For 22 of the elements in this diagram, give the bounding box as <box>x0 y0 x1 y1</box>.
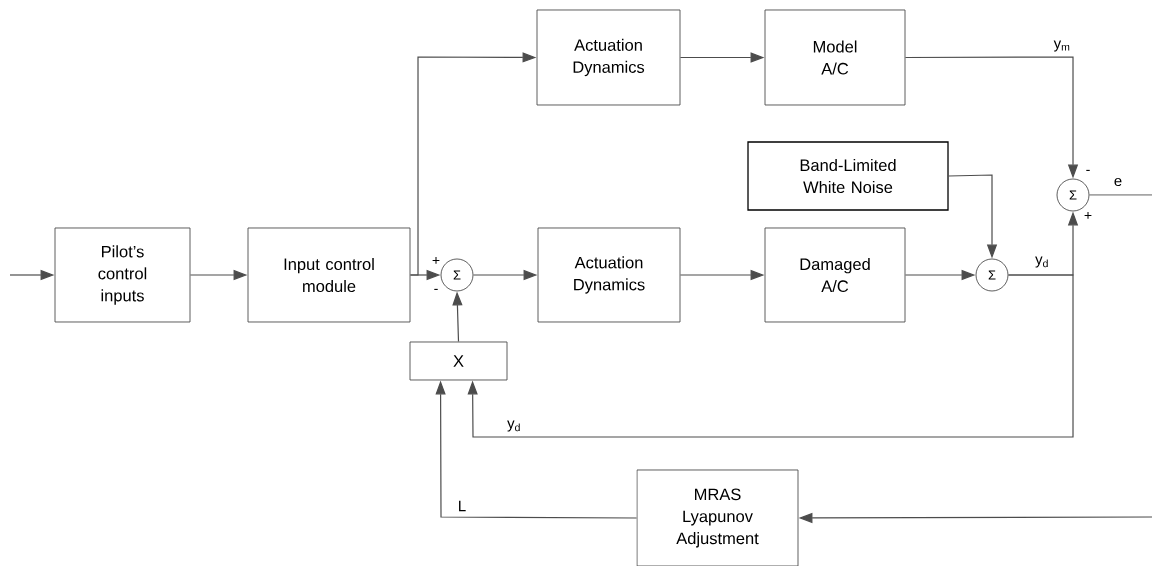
block-box: Damaged A/C <box>764 227 906 323</box>
signal-label: y$_{m}$ <box>1053 40 1070 52</box>
summing-junction: Σ <box>1056 178 1090 212</box>
signal-label: L <box>459 500 466 512</box>
block-box: Input control module <box>247 227 411 323</box>
sign-label: + <box>432 256 440 264</box>
arrow <box>467 274 1074 438</box>
signal-label: y$_{d}$ <box>507 420 520 432</box>
block-box: MRAS Lyapunov Adjustment <box>636 469 799 566</box>
summing-junction: Σ <box>440 258 474 292</box>
signal-label: e <box>1114 177 1122 187</box>
summing-junction: Σ <box>975 258 1009 292</box>
block-box: Actuation Dynamics <box>537 227 681 323</box>
block-box: Pilot’s control inputs <box>54 227 191 323</box>
block-box: Actuation Dynamics <box>536 9 681 106</box>
signal-label: y$_{d}$ <box>1035 256 1048 268</box>
sign-label: + <box>1084 211 1092 219</box>
noise-source-box: Band-Limited White Noise <box>747 141 949 211</box>
sign-label: - <box>434 288 438 290</box>
block-box: X <box>409 341 508 381</box>
sign-label: - <box>1086 169 1090 171</box>
block-box: Model A/C <box>764 9 906 106</box>
